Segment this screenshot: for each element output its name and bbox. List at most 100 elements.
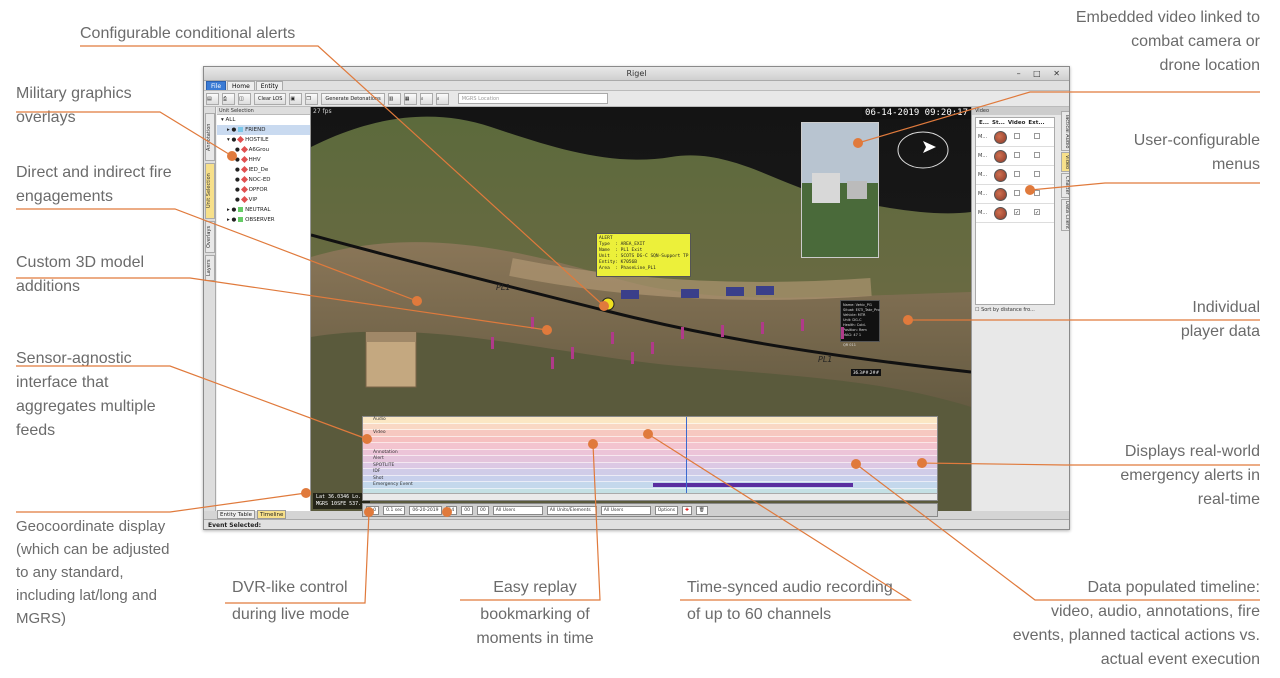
save-icon[interactable]: ◫ [238,92,251,105]
timeline-row-audio[interactable]: Audio [363,417,937,424]
window-controls[interactable]: – □ ✕ [1016,69,1065,78]
tab-entity-table[interactable]: Entity Table [217,510,256,519]
conditional-alert-popup[interactable]: ALERT Type : AREA_EXIT Name : PL1 Exit U… [596,233,691,277]
video-frame [802,123,878,257]
tab-unit-selection[interactable]: Unit Selection [205,163,215,219]
table-row[interactable]: M... [976,147,1054,166]
geocoordinate-display: Lat 36.0346 Lo...MGRS 10SFE 537... [313,493,371,509]
table-row[interactable]: M... [976,185,1054,204]
tree-item-vip[interactable]: ● VIP [235,195,258,204]
tab-timeline[interactable]: Timeline [257,510,287,519]
status-bar: Event Selected: [204,519,1069,529]
tree-item-all[interactable]: ▾ ALL [221,117,236,123]
tree-item-ied[interactable]: ● IED_De [235,165,269,174]
playback-speed[interactable]: 1.0 [366,505,380,515]
layout-button[interactable]: ▤ [206,92,219,105]
unit-tag: 36.3##.2## [851,369,882,376]
mgrs-location-input[interactable]: MGRS Location [457,93,608,104]
embedded-video-feed[interactable] [801,122,879,258]
phase-line-label: PL1 [496,283,511,292]
tree-item-observer[interactable]: ▸ ● OBSERVER [227,217,275,223]
right-vertical-tabs: Tactical Audio Video Chatter Data Client [1061,111,1069,232]
generate-detonations-button[interactable]: Generate Detonations [321,92,385,105]
title-bar: Rigel – □ ✕ [204,67,1069,81]
callout-configurable-alerts: Configurable conditional alerts [80,25,296,42]
tab-video[interactable]: Video [1061,152,1069,172]
tree-item-noc-ed[interactable]: ● NOC-ED [235,175,271,184]
tab-home[interactable]: Home [227,81,255,90]
tab-tactical-audio[interactable]: Tactical Audio [1061,111,1069,151]
tree-item-hostile[interactable]: ▾ ● HOSTILE [227,135,269,144]
add-bookmark-icon[interactable]: ✚ [682,505,692,515]
users-filter[interactable]: All Users [492,505,543,515]
tree-item-a6grou[interactable]: ● A6Grou [235,145,270,154]
second-field[interactable]: 00 [476,505,489,515]
tab-layers[interactable]: Layers [205,255,215,281]
tree-item-opfor[interactable]: ● OPFOR [235,185,268,194]
right-panel-header: Video [972,107,1069,115]
left-vertical-tabs: Annotation Unit Selection Overlays Layer… [204,107,216,511]
date-field[interactable]: 06-20-2019 [409,505,442,515]
tab-entity[interactable]: Entity [255,81,284,90]
vehicle-icons [621,286,774,299]
emergency-event-bar[interactable] [653,483,853,487]
tab-file[interactable]: File [206,81,227,90]
soldier-markers [491,317,844,369]
time-ruler [363,493,937,500]
tab-overlays[interactable]: Overlays [205,221,215,253]
table-row[interactable]: M... [976,128,1054,147]
step-size[interactable]: 0.1 sec [383,505,406,515]
compass-icon [897,131,949,169]
scene-datetime: 06-14-2019 09:20:17 [862,107,971,119]
minute-field[interactable]: 00 [461,505,473,515]
tab-annotation[interactable]: Annotation [205,113,215,161]
sort-by-distance-checkbox[interactable]: ☐ Sort by distance fro... [975,307,1035,313]
copy-icon[interactable]: ❐ [305,92,319,105]
dvr-controls: 1.0 0.1 sec 06-20-2019 14 00 00 All User… [362,503,938,517]
toolbar: ▤ ⎙ ◫ Clear LOS ▣ ❐ Generate Detonations… [204,91,1069,107]
event-timeline[interactable]: Audio Video Annotation Alert SPOTLITE ID… [362,416,938,501]
table-row[interactable]: M... [976,166,1054,185]
phase-line-label-2: PL1 [818,355,833,364]
callout-geocoordinate: Geocoordinate display(which can be adjus… [16,518,170,627]
table-row[interactable]: M...✓✓ [976,204,1054,223]
left-panel: Annotation Unit Selection Overlays Layer… [204,107,311,511]
tree-item-hhv[interactable]: ● HHV [235,155,261,164]
panel-icon[interactable]: ▥ [387,92,401,105]
search-icon[interactable]: ⌕ [435,92,449,105]
unit-tree: Unit Selection ▾ ALL ▸ ● FRIEND ▾ ● HOST… [217,107,310,511]
units-filter[interactable]: All Units/Elements [546,505,597,515]
hour-field[interactable]: 14 [445,505,458,515]
disk-icon[interactable]: ▣ [289,92,303,105]
tab-chatter[interactable]: Chatter [1061,173,1069,198]
users-filter-2[interactable]: All Users [600,505,651,515]
clear-los-button[interactable]: Clear LOS [254,92,287,105]
tab-data-client[interactable]: Data Client [1061,199,1069,231]
zoom-icon[interactable]: ⌕ [419,92,433,105]
left-bottom-tabs: Entity Table Timeline [217,510,287,519]
tree-item-neutral[interactable]: ▸ ● NEUTRAL [227,207,271,213]
tree-item-friend[interactable]: ▸ ● FRIEND [217,125,310,135]
options-button[interactable]: Options [654,505,679,515]
fps-counter: 27 fps [313,108,332,115]
menu-tabs: File Home Entity [204,81,1069,91]
callout-timeline-data: Data populated timeline:video, audio, an… [1012,579,1260,668]
doc-icon[interactable]: ▦ [403,92,417,105]
delete-icon[interactable]: 🗑 [695,505,708,515]
tree-header: Unit Selection [217,107,310,115]
print-icon[interactable]: ⎙ [222,92,235,105]
playhead[interactable] [686,417,687,495]
player-data-panel[interactable]: Name: Vehic_Pl1 Situat: ESTI_Tabr_Pro Ve… [840,300,880,347]
